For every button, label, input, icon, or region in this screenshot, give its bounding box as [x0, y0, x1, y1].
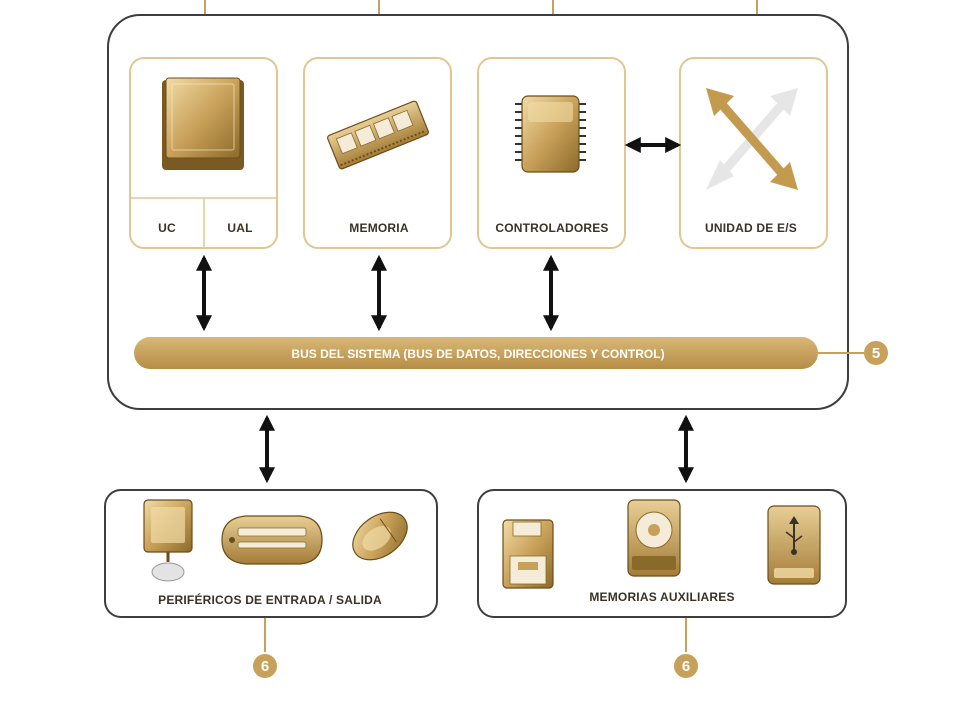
mouse-icon	[352, 511, 408, 561]
cpu-label-ual: UAL	[227, 221, 252, 235]
controllers-label: CONTROLADORES	[495, 221, 608, 235]
aux-memory-label: MEMORIAS AUXILIARES	[589, 590, 734, 604]
monitor-icon	[143, 499, 193, 582]
aux-memory-badge-number: 6	[682, 658, 690, 675]
external-connection-arrows	[259, 414, 694, 484]
aux-memory-badge	[674, 654, 698, 678]
system-bus: BUS DEL SISTEMA (BUS DE DATOS, DIRECCION…	[134, 337, 888, 369]
peripherals-label: PERIFÉRICOS DE ENTRADA / SALIDA	[158, 592, 382, 607]
bus-badge	[864, 341, 888, 365]
memory-label: MEMORIA	[349, 221, 409, 235]
io-unit-box: UNIDAD DE E/S	[679, 57, 828, 249]
cpu-chip-icon	[162, 77, 244, 170]
hard-drive-icon	[627, 499, 681, 577]
cpu-box: UC UAL	[129, 57, 278, 249]
controllers-box: CONTROLADORES	[477, 57, 626, 249]
controller-chip-icon	[515, 95, 586, 173]
peripherals-badge-number: 6	[261, 658, 269, 675]
memory-box: MEMORIA	[303, 57, 452, 249]
bus-badge-number: 5	[872, 345, 880, 362]
ram-module-icon	[327, 100, 429, 170]
floppy-disk-icon	[502, 519, 554, 589]
io-unit-label: UNIDAD DE E/S	[705, 221, 797, 235]
io-arrows-icon	[706, 88, 798, 190]
scanner-icon	[221, 515, 323, 565]
bus-connection-arrows	[196, 254, 559, 332]
aux-memory-box: MEMORIAS AUXILIARES 6	[477, 489, 847, 678]
peripherals-badge	[253, 654, 277, 678]
cpu-label-uc: UC	[158, 221, 176, 235]
peripherals-box: PERIFÉRICOS DE ENTRADA / SALIDA 6	[104, 489, 438, 678]
system-bus-label: BUS DEL SISTEMA (BUS DE DATOS, DIRECCION…	[291, 347, 664, 361]
usb-drive-icon	[767, 505, 821, 585]
